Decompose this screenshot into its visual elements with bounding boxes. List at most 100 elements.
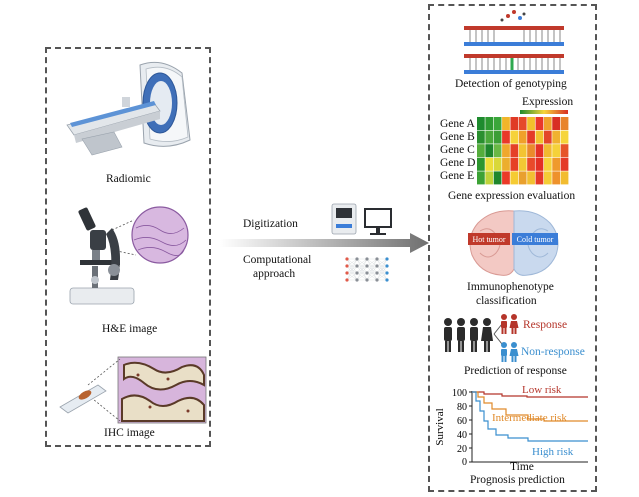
heatmap-cell [493, 157, 502, 171]
heatmap-cell [543, 144, 552, 158]
gene-expression-label: Gene expression evaluation [448, 190, 576, 202]
heatmap-cell [477, 157, 485, 171]
y-tick: 20 [457, 444, 467, 455]
expression-color-bar [520, 110, 568, 114]
network-node [355, 264, 359, 268]
heatmap-cell [518, 144, 527, 158]
network-node [385, 271, 389, 275]
low-risk-curve [472, 391, 588, 398]
heatmap-cell [543, 117, 552, 130]
high-risk-label: High risk [532, 446, 574, 458]
heatmap-cell [502, 130, 510, 144]
heatmap-cell [477, 117, 485, 130]
heatmap-cell [552, 171, 561, 185]
network-node [355, 271, 359, 275]
ihc-image-label: IHC image [104, 427, 155, 439]
expression-legend-label: Expression [522, 96, 574, 108]
heatmap-cell [477, 130, 485, 144]
heatmap-cell [527, 130, 535, 144]
heatmap-cell [493, 171, 502, 185]
heatmap-cell [560, 144, 569, 158]
network-node [385, 264, 389, 268]
network-node [375, 271, 379, 275]
heatmap-cell [535, 130, 544, 144]
brain-immunophenotype-icon: Hot tumor Cold tumor [468, 210, 559, 276]
heatmap-cell [510, 171, 519, 185]
heatmap-cell [543, 130, 552, 144]
survival-curve-chart: Survival 100 80 60 40 20 0 Low risk Inte… [434, 384, 588, 468]
heatmap-cell [485, 157, 494, 171]
heatmap-cell [502, 117, 510, 130]
heatmap-cell [527, 171, 535, 185]
heatmap-cell [518, 157, 527, 171]
non-response-label: Non-response [521, 346, 585, 358]
heatmap-cell [535, 144, 544, 158]
gene-label: Gene A [440, 118, 475, 130]
heatmap-cell [552, 157, 561, 171]
hot-tumor-label: Hot tumor [472, 235, 505, 244]
heatmap-cell [552, 117, 561, 130]
heatmap-cell [560, 130, 569, 144]
computational-label-line2: approach [253, 268, 296, 280]
genotyping-label: Detection of genotyping [455, 78, 567, 90]
network-node [355, 257, 359, 261]
heatmap-cell [510, 117, 519, 130]
intermediate-risk-curve [472, 391, 588, 422]
digitization-label: Digitization [243, 218, 298, 230]
heatmap-cell [510, 144, 519, 158]
heatmap-cell [552, 144, 561, 158]
network-node [375, 257, 379, 261]
heatmap-cell [552, 130, 561, 144]
y-tick: 60 [457, 416, 467, 427]
heatmap-cell [477, 171, 485, 185]
gene-label: Gene E [440, 170, 475, 182]
heatmap-cell [535, 117, 544, 130]
immunophenotype-label-line1: Immunophenotype [467, 281, 554, 293]
heatmap-cell [527, 117, 535, 130]
left-input-panel [45, 47, 211, 447]
network-node [365, 264, 369, 268]
he-image-label: H&E image [102, 323, 158, 335]
heatmap-cell [560, 171, 569, 185]
network-node [345, 264, 349, 268]
heatmap-cell [485, 130, 494, 144]
gene-label: Gene B [440, 131, 475, 143]
network-node [355, 278, 359, 282]
heatmap-cell [518, 171, 527, 185]
survival-axis-label: Survival [434, 408, 446, 445]
heatmap-cell [535, 171, 544, 185]
dna-genotyping-icon [464, 10, 564, 74]
prediction-of-response-label: Prediction of response [464, 365, 567, 377]
heatmap-cell [493, 117, 502, 130]
heatmap-cell [560, 157, 569, 171]
y-tick: 80 [457, 402, 467, 413]
y-tick: 40 [457, 430, 467, 441]
network-node [345, 257, 349, 261]
right-output-panel [428, 4, 597, 492]
responder-icon [501, 314, 519, 334]
heatmap-cell [510, 157, 519, 171]
heatmap-cell [535, 157, 544, 171]
computational-label-line1: Computational [243, 254, 312, 266]
high-risk-curve [472, 391, 588, 442]
gene-label: Gene D [440, 157, 476, 169]
radiomic-label: Radiomic [106, 173, 151, 185]
mri-scanner-icon [66, 61, 191, 156]
heatmap-cell [518, 117, 527, 130]
network-node [365, 278, 369, 282]
patient-group-icon [444, 318, 503, 352]
heatmap-cell [502, 171, 510, 185]
ihc-tissue-icon [59, 356, 207, 424]
heatmap-cell [502, 157, 510, 171]
time-axis-label: Time [510, 461, 534, 473]
heatmap-cell [543, 171, 552, 185]
response-label: Response [523, 319, 568, 331]
network-node [365, 271, 369, 275]
workflow-arrow [220, 233, 429, 253]
heatmap-cell [485, 144, 494, 158]
immunophenotype-label-line2: classification [476, 295, 537, 307]
heatmap-cell [527, 157, 535, 171]
network-node [385, 257, 389, 261]
gene-label: Gene C [440, 144, 475, 156]
microscope-icon [69, 206, 189, 305]
